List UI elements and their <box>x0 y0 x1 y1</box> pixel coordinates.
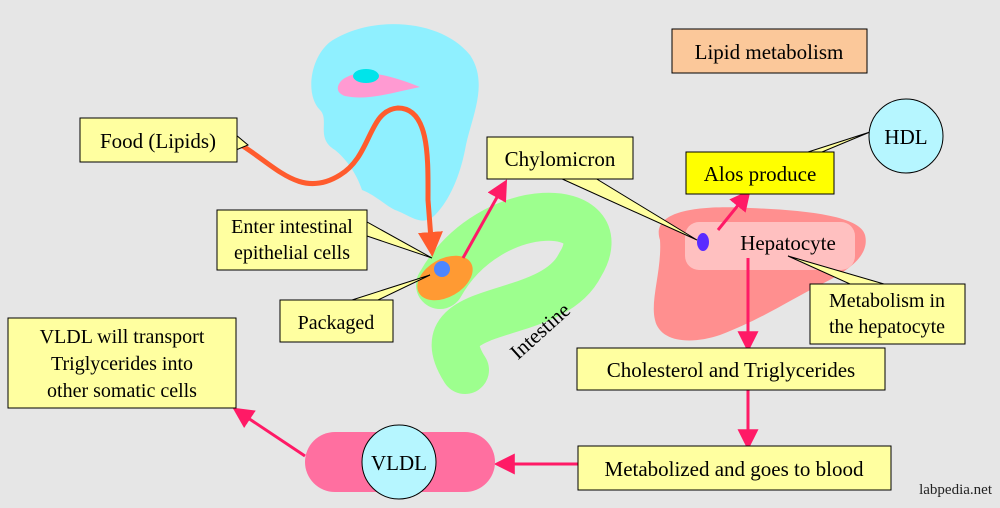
hepatocyte-cell <box>685 222 855 270</box>
intestinal-cell <box>417 255 473 301</box>
chol-trig-label: Cholesterol and Triglycerides <box>607 358 855 382</box>
hepatocyte-nucleus <box>697 233 709 251</box>
cell-nucleus <box>434 261 450 277</box>
metab-blood-box <box>577 445 892 491</box>
page-title: Lipid metabolism <box>695 40 844 64</box>
vldl-label: VLDL <box>371 451 427 475</box>
metab-blood-label: Metabolized and goes to blood <box>605 457 864 481</box>
arrow-to-also-produce <box>716 189 751 231</box>
vldl-circle <box>361 424 437 500</box>
arrow-to-vldl-note <box>232 407 306 458</box>
hdl-circle <box>868 98 944 174</box>
vldl-note-box <box>7 317 237 409</box>
metab-label-box <box>809 283 966 345</box>
enter-label-box <box>216 209 368 271</box>
vldl-note-line2: Triglycerides into <box>51 353 193 375</box>
enter-label-line1: Enter intestinal <box>231 216 353 238</box>
arrow-to-chylomicron <box>461 179 508 259</box>
chylomicron-label: Chylomicron <box>505 147 616 171</box>
food-label-box <box>79 117 238 163</box>
food-path <box>236 105 443 257</box>
vldl-note-line3: other somatic cells <box>47 380 197 402</box>
chylomicron-label-box <box>486 136 634 180</box>
watermark: labpedia.net <box>919 482 993 498</box>
head-shape <box>311 24 479 221</box>
intestine-shape <box>416 192 612 394</box>
metab-label-line2: the hepatocyte <box>829 316 945 338</box>
enter-label-line2: epithelial cells <box>234 242 350 264</box>
packaged-label: Packaged <box>298 312 375 334</box>
title-box <box>671 28 868 74</box>
eye-iris <box>353 69 379 83</box>
chol-trig-box <box>576 347 886 391</box>
also-produce-box <box>685 151 835 195</box>
packaged-label-box <box>279 299 394 343</box>
metab-label-line1: Metabolism in <box>829 290 945 312</box>
hepatocyte-label: Hepatocyte <box>740 231 836 255</box>
food-label: Food (Lipids) <box>100 129 216 153</box>
also-produce-label: Alos produce <box>704 162 817 186</box>
hdl-label: HDL <box>884 125 927 149</box>
vldl-note-line1: VLDL will transport <box>40 326 205 348</box>
